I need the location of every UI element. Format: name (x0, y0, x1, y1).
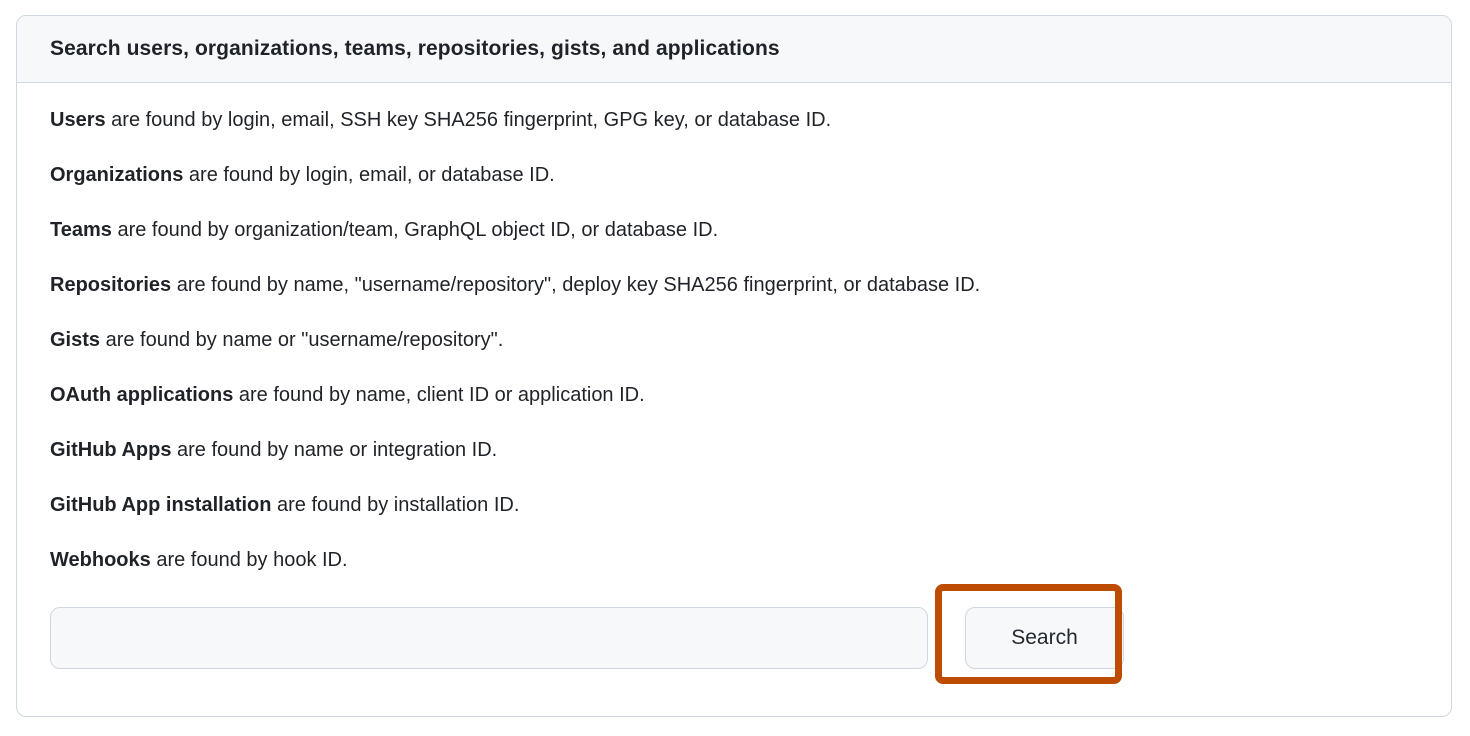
hint-term: Gists (50, 329, 101, 351)
search-hint-gists: Gists are found by name or "username/rep… (50, 313, 1418, 368)
search-input[interactable] (50, 607, 928, 669)
hint-term: GitHub Apps (50, 439, 172, 461)
search-hint-webhooks: Webhooks are found by hook ID. (50, 533, 1418, 588)
search-hint-teams: Teams are found by organization/team, Gr… (50, 203, 1418, 258)
search-form: Search (50, 607, 1418, 669)
hint-term: Webhooks (50, 549, 151, 571)
hint-text: are found by hook ID. (150, 549, 348, 571)
hint-text: are found by name or "username/repositor… (100, 329, 504, 351)
hint-term: Teams (50, 219, 112, 241)
search-hint-organizations: Organizations are found by login, email,… (50, 148, 1418, 203)
search-hint-repositories: Repositories are found by name, "usernam… (50, 258, 1418, 313)
hint-term: Users (50, 109, 106, 131)
search-hint-github-apps: GitHub Apps are found by name or integra… (50, 423, 1418, 478)
panel-title: Search users, organizations, teams, repo… (50, 37, 780, 60)
hint-term: Organizations (50, 164, 184, 186)
hint-text: are found by organization/team, GraphQL … (111, 219, 719, 241)
hint-text: are found by login, email, or database I… (183, 164, 555, 186)
hint-text: are found by name, client ID or applicat… (233, 384, 645, 406)
hint-text: are found by login, email, SSH key SHA25… (105, 109, 832, 131)
search-hint-users: Users are found by login, email, SSH key… (50, 93, 1418, 148)
search-hint-github-app-installation: GitHub App installation are found by ins… (50, 478, 1418, 533)
panel-header: Search users, organizations, teams, repo… (17, 16, 1451, 83)
hint-text: are found by name or integration ID. (171, 439, 498, 461)
hint-text: are found by installation ID. (271, 494, 520, 516)
search-hint-oauth-applications: OAuth applications are found by name, cl… (50, 368, 1418, 423)
hint-text: are found by name, "username/repository"… (171, 274, 981, 296)
search-button[interactable]: Search (965, 607, 1124, 669)
search-panel: Search users, organizations, teams, repo… (16, 15, 1452, 717)
panel-body: Users are found by login, email, SSH key… (17, 83, 1451, 669)
hint-term: Repositories (50, 274, 172, 296)
hint-term: OAuth applications (50, 384, 234, 406)
hint-term: GitHub App installation (50, 494, 272, 516)
